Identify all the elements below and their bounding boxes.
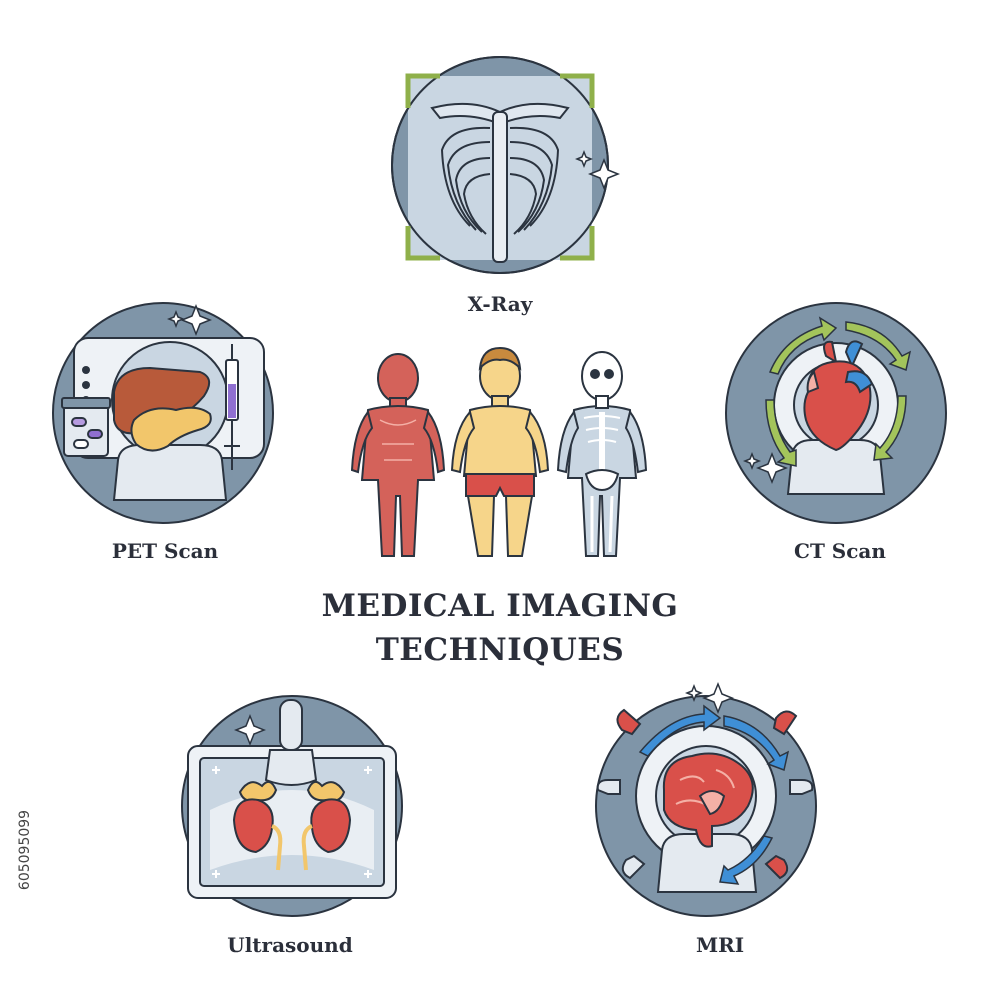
child-body-icon [450,346,550,557]
sparkle-icon [684,681,735,715]
mri-illustration [595,681,817,917]
pill-jar-icon [61,397,111,457]
title-line-2: TECHNIQUES [375,632,625,668]
sparkle-icon [166,303,213,337]
title-line-1: MEDICAL IMAGING [321,588,679,624]
brain-icon [662,752,754,848]
ultrasound-probe-icon [264,699,318,786]
magnet-icon [596,708,814,880]
rotation-arrows-icon [638,704,790,885]
liver-pancreas-icon [113,366,212,452]
sparkle-icon [574,149,621,191]
skeleton-body-icon [556,351,648,557]
ct-scan-illustration [725,302,947,524]
stock-id-watermark: 605095099 [17,809,33,891]
xray-label: X-Ray [467,292,533,316]
diagram-title: MEDICAL IMAGING TECHNIQUES [250,584,750,672]
kidneys-icon [232,780,352,871]
crosshair-marks-icon [212,766,372,878]
viewfinder-corners-icon [405,73,595,261]
pet-scan-label: PET Scan [111,539,219,563]
mri-label: MRI [695,933,745,957]
pet-scan-illustration [52,302,274,524]
syringe-icon [224,344,240,470]
ultrasound-illustration [181,695,403,917]
sparkle-icon [742,451,789,485]
sparkle-icon [233,713,267,747]
xray-illustration [391,56,621,274]
heart-icon [803,340,874,452]
ribcage-icon [430,102,570,263]
muscle-body-icon [350,353,446,557]
rotation-arrows-icon [765,316,912,467]
ct-scan-label: CT Scan [794,539,886,563]
ultrasound-label: Ultrasound [227,933,353,957]
